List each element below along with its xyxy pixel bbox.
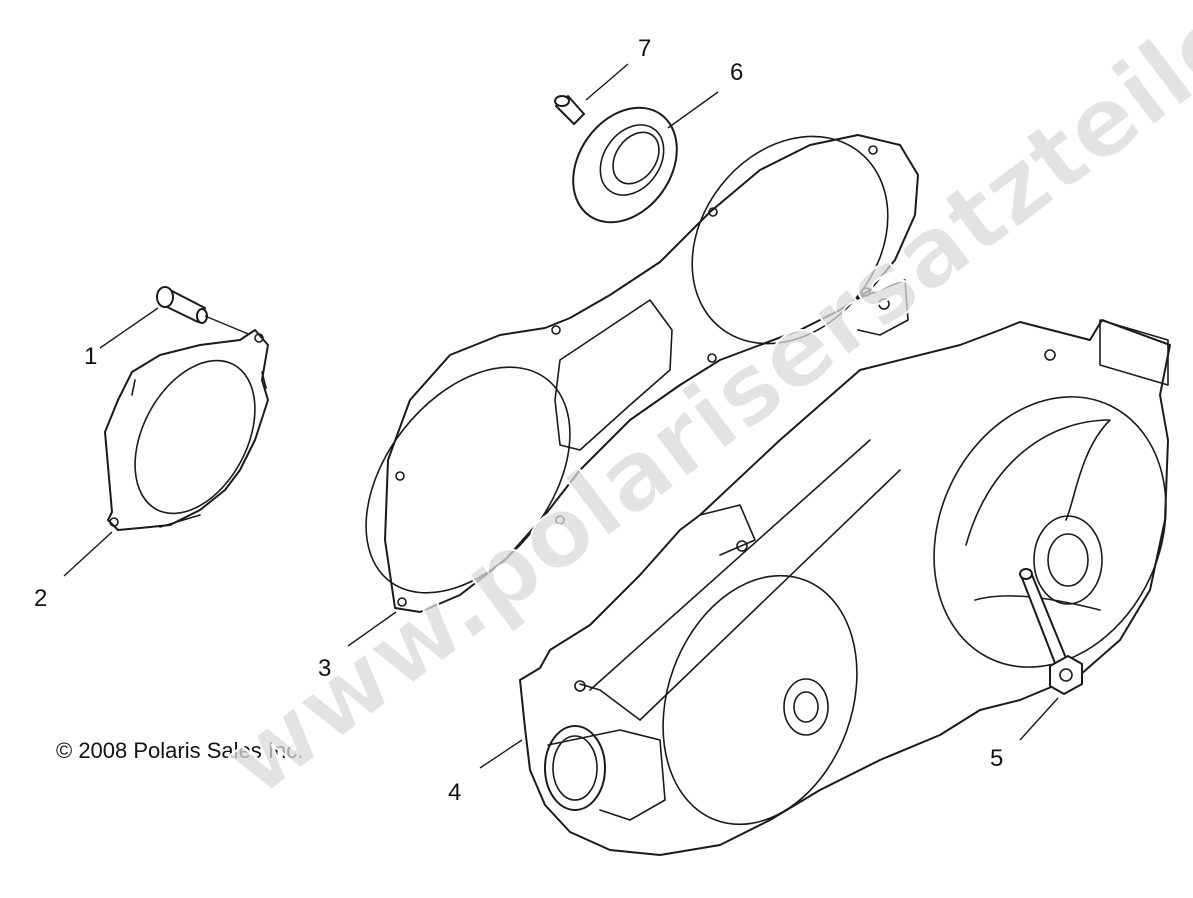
- callout-2: 2: [34, 585, 47, 612]
- leader-2: [63, 531, 113, 577]
- copyright-text: © 2008 Polaris Sales Inc.: [56, 738, 303, 763]
- part-4-clutch-cover: [519, 279, 1171, 856]
- callout-4: 4: [448, 779, 461, 806]
- callout-1: 1: [84, 343, 97, 370]
- leader-6: [667, 91, 719, 129]
- part-6-seal: [572, 106, 678, 224]
- part-5-bolt: [1019, 568, 1083, 695]
- leader-1: [99, 307, 159, 349]
- part-2-cover-plate: [104, 329, 269, 531]
- leader-4: [479, 739, 523, 769]
- part-7-dowel-pin: [554, 95, 585, 125]
- callout-5: 5: [990, 745, 1003, 772]
- leader-3: [347, 611, 397, 647]
- leader-7: [585, 63, 629, 101]
- part-1-bolt: [156, 286, 208, 324]
- leader-5: [1019, 697, 1059, 741]
- part-3-gasket: [365, 134, 919, 613]
- callout-3: 3: [318, 655, 331, 682]
- callout-6: 6: [730, 59, 743, 86]
- callout-7: 7: [638, 35, 651, 62]
